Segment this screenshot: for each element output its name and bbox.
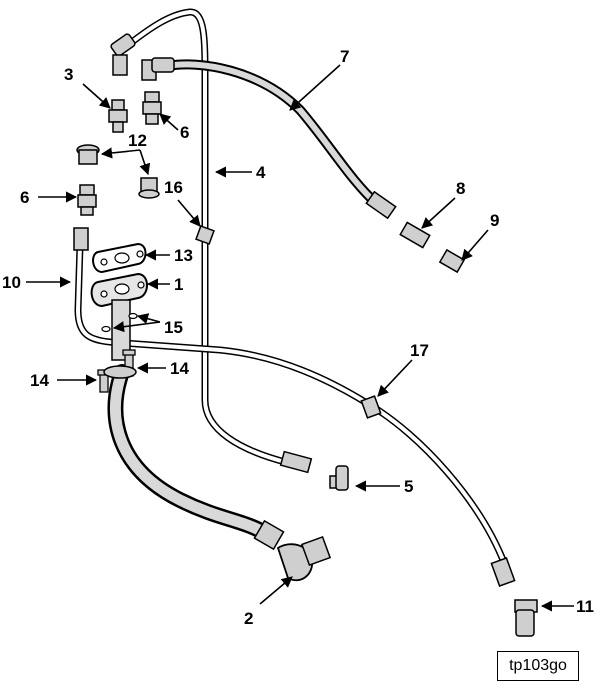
callout-8: 8 bbox=[456, 179, 465, 198]
washer-item-15 bbox=[101, 312, 138, 333]
tube-10-end-fitting bbox=[490, 557, 516, 587]
callout-2: 2 bbox=[244, 609, 253, 628]
callout-3: 3 bbox=[64, 65, 73, 84]
hose-item-7 bbox=[163, 59, 383, 210]
tube-4-end-fitting bbox=[279, 450, 313, 474]
plug-item-12-a bbox=[76, 144, 100, 165]
callout-10: 10 bbox=[2, 273, 21, 292]
leader-arrows bbox=[26, 64, 574, 612]
callout-14-left: 14 bbox=[30, 371, 49, 390]
elbow-fitting-hose-7 bbox=[141, 57, 175, 81]
hose-clamp-item-2 bbox=[103, 365, 137, 379]
elbow-item-11 bbox=[514, 599, 538, 637]
fitting-item-6-left bbox=[77, 184, 97, 216]
callout-6-left: 6 bbox=[20, 188, 29, 207]
elbow-item-2 bbox=[253, 519, 332, 582]
elbow-item-5 bbox=[329, 465, 349, 491]
callout-14-right: 14 bbox=[170, 359, 189, 378]
callout-16: 16 bbox=[164, 178, 183, 197]
callout-13: 13 bbox=[174, 246, 193, 265]
callout-1: 1 bbox=[174, 275, 183, 294]
clip-item-17 bbox=[360, 395, 382, 419]
callout-6-top: 6 bbox=[180, 123, 189, 142]
callout-15: 15 bbox=[164, 318, 183, 337]
hose-item-2 bbox=[107, 364, 276, 543]
plug-item-12-b bbox=[138, 177, 160, 199]
nut-tube-item-10 bbox=[73, 227, 89, 251]
gasket-item-13 bbox=[92, 242, 147, 274]
hose-7-end-fitting bbox=[365, 190, 397, 220]
callout-17: 17 bbox=[410, 341, 429, 360]
fitting-item-6-top bbox=[142, 91, 162, 125]
fitting-item-3 bbox=[108, 99, 128, 133]
callout-9: 9 bbox=[490, 211, 499, 230]
tube-item-4 bbox=[124, 8, 289, 466]
callout-12: 12 bbox=[128, 131, 147, 150]
clip-item-16 bbox=[195, 225, 215, 245]
callout-11: 11 bbox=[576, 597, 594, 616]
callout-7: 7 bbox=[340, 47, 349, 66]
fitting-item-9 bbox=[438, 248, 466, 274]
fitting-item-8 bbox=[399, 221, 431, 249]
figure-id-label: tp103go bbox=[497, 651, 579, 681]
callout-5: 5 bbox=[404, 477, 413, 496]
callout-4: 4 bbox=[256, 163, 266, 182]
elbow-fitting-top-left bbox=[110, 33, 136, 76]
tube-item-10 bbox=[74, 241, 509, 569]
